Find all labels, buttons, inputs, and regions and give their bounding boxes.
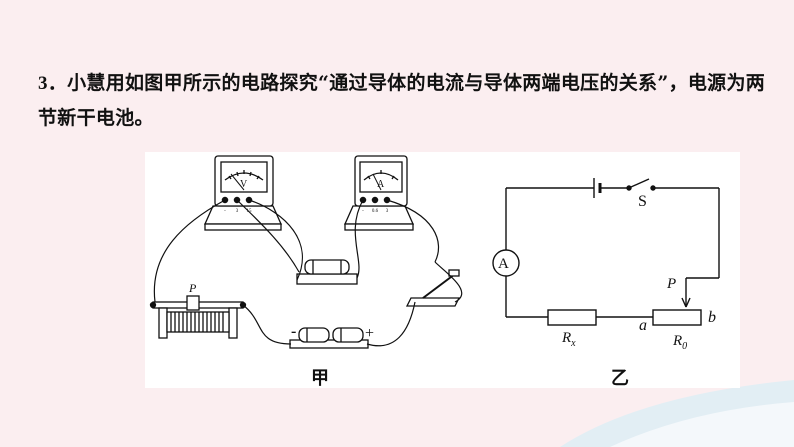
schematic-rheostat-r0 [652, 309, 702, 326]
switch-label: S [638, 193, 647, 210]
knife-switch-device [405, 269, 461, 307]
ammeter-terminal-label-1: 0.6 [372, 209, 379, 214]
ammeter-terminal-label-2: 3 [386, 209, 389, 214]
ammeter-symbol: A [377, 179, 385, 190]
schematic-ammeter-label: A [498, 256, 509, 272]
battery-pack-device [289, 327, 369, 349]
voltmeter-terminal-label-0: - [224, 209, 226, 214]
figure-jia-drawing: V A [149, 155, 463, 349]
voltmeter-symbol: V [240, 179, 248, 190]
figure-panel: V A [145, 152, 740, 389]
battery-plus-sign: + [365, 325, 374, 342]
circuit-figures: V A [149, 155, 720, 352]
figure-yi-caption: 乙 [611, 368, 629, 389]
question-number: 3． [38, 73, 68, 94]
rx-label: R [561, 330, 571, 346]
r0-label: R [672, 333, 682, 349]
question-stem: 3．小慧用如图甲所示的电路探究“通过导体的电流与导体两端电压的关系”，电源为两节… [38, 66, 773, 135]
rheostat-device [149, 295, 247, 339]
rheostat-slider-label: P [188, 281, 197, 295]
schematic-slider-label: P [666, 276, 676, 292]
circuit-wires-jia [153, 199, 463, 347]
figure-yi-schematic [492, 178, 720, 326]
figure-jia-caption: 甲 [311, 368, 329, 389]
r0-subscript: 0 [682, 341, 687, 352]
voltmeter-device [203, 155, 283, 231]
voltmeter-terminal-label-2: 15 [247, 209, 253, 214]
svg-text:R0: R0 [672, 333, 687, 352]
ammeter-terminal-label-0: - [362, 209, 364, 214]
svg-text:Rx: Rx [561, 330, 576, 349]
schematic-resistor-rx [547, 309, 597, 326]
voltmeter-terminal-label-1: 3 [236, 209, 239, 214]
rheostat-end-b: b [708, 309, 716, 326]
battery-minus-sign: - [291, 323, 296, 340]
rx-subscript: x [570, 338, 576, 349]
fixed-resistor-device [296, 259, 358, 285]
ammeter-device [343, 155, 415, 231]
rheostat-end-a: a [639, 317, 647, 334]
question-text: 小慧用如图甲所示的电路探究“通过导体的电流与导体两端电压的关系”，电源为两节新干… [38, 72, 766, 129]
